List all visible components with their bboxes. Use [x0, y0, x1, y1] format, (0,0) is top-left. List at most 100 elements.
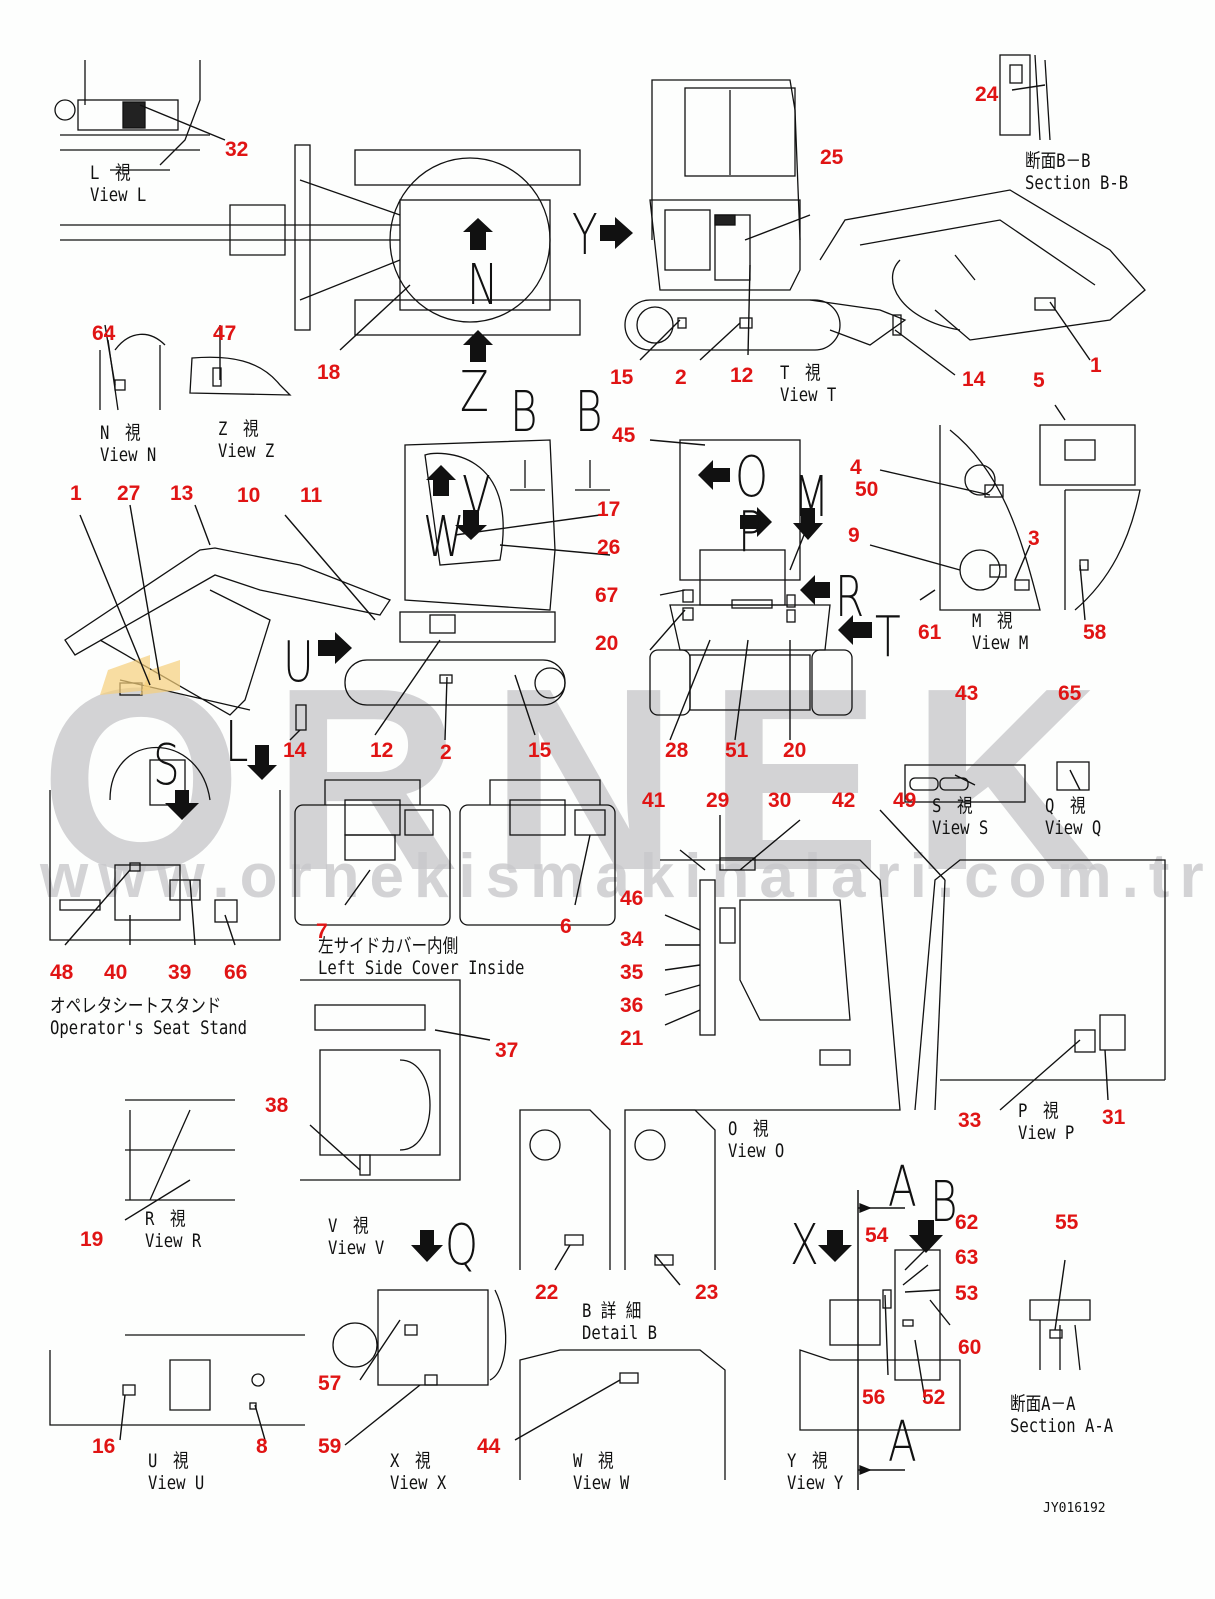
view-q-drawing — [1056, 761, 1090, 791]
callout-65: 65 — [1058, 682, 1082, 705]
arrow-z-icon — [463, 330, 493, 362]
callout-17: 17 — [597, 498, 621, 521]
arrow-x-icon — [818, 1230, 852, 1262]
marker-s: S — [153, 733, 180, 798]
callout-2-main: 2 — [440, 741, 452, 764]
arrow-l-icon — [247, 745, 277, 780]
left-side-cover-drawing — [294, 779, 616, 926]
section-aa-drawing — [1029, 1299, 1091, 1371]
marker-q: Q — [445, 1213, 479, 1278]
arrow-o-icon — [698, 460, 730, 490]
marker-n: N — [467, 253, 499, 318]
callout-41: 41 — [642, 789, 666, 812]
arrow-u-icon — [318, 632, 352, 664]
arrow-w-icon — [426, 465, 456, 496]
callout-15: 15 — [610, 366, 634, 389]
callout-19: 19 — [80, 1228, 104, 1251]
callout-45: 45 — [612, 424, 636, 447]
callout-63: 63 — [955, 1246, 979, 1269]
callout-31: 31 — [1102, 1106, 1126, 1129]
section-cut-arrows — [510, 460, 872, 1475]
leader-lines — [64, 84, 1109, 1446]
callout-53: 53 — [955, 1282, 979, 1305]
callout-13: 13 — [170, 482, 194, 505]
callout-22: 22 — [535, 1281, 559, 1304]
callout-23: 23 — [695, 1281, 719, 1304]
marker-w: W — [423, 505, 465, 570]
callout-57: 57 — [318, 1372, 342, 1395]
top-view-drawing — [60, 144, 581, 336]
callout-2: 2 — [675, 366, 687, 389]
callout-52: 52 — [922, 1386, 946, 1409]
callout-11: 11 — [300, 484, 323, 507]
callout-5: 5 — [1033, 369, 1045, 392]
callout-34: 34 — [620, 928, 644, 951]
callout-8: 8 — [256, 1435, 268, 1458]
view-o-drawing — [660, 857, 901, 1111]
callout-18: 18 — [317, 361, 341, 384]
callout-42: 42 — [832, 789, 856, 812]
callout-32: 32 — [225, 138, 249, 161]
direction-arrows — [165, 217, 943, 1262]
callout-67: 67 — [595, 584, 619, 607]
callout-39: 39 — [168, 961, 192, 984]
callout-26: 26 — [597, 536, 621, 559]
callout-21: 21 — [620, 1027, 644, 1050]
callout-43: 43 — [955, 682, 979, 705]
arrow-s-icon — [165, 790, 199, 820]
callout-20-left: 20 — [595, 632, 619, 655]
marker-l: L — [225, 710, 249, 775]
arrow-b-icon — [909, 1220, 943, 1253]
view-t-drawing — [624, 79, 1146, 351]
callout-1-main: 1 — [70, 482, 82, 505]
seat-stand-drawing — [49, 746, 281, 941]
marker-b-section: B — [930, 1170, 958, 1235]
marker-t: T — [875, 605, 901, 670]
marker-y: Y — [572, 203, 598, 268]
callout-27: 27 — [117, 482, 141, 505]
callout-30: 30 — [768, 789, 792, 812]
arrow-m-icon — [793, 508, 823, 540]
callout-33: 33 — [958, 1109, 982, 1132]
callout-56: 56 — [862, 1386, 886, 1409]
marker-b-1: B — [510, 380, 538, 445]
callout-7: 7 — [316, 920, 328, 943]
rear-view-drawing — [649, 439, 853, 716]
arrow-p-icon — [740, 507, 772, 537]
arrow-r-icon — [800, 575, 830, 605]
marker-a-top: A — [888, 1155, 917, 1220]
view-v-drawing — [300, 979, 461, 1181]
callout-47: 47 — [213, 322, 237, 345]
marker-x: X — [790, 1213, 819, 1278]
callout-4: 4 — [850, 456, 862, 479]
detail-b-drawing — [519, 1109, 716, 1270]
callout-40: 40 — [104, 961, 128, 984]
arrow-y-icon — [600, 217, 633, 249]
callout-25: 25 — [820, 146, 844, 169]
callout-51: 51 — [725, 739, 749, 762]
callout-44: 44 — [477, 1435, 501, 1458]
view-w-drawing — [519, 1349, 726, 1480]
callout-59: 59 — [318, 1435, 342, 1458]
marker-o: O — [735, 445, 769, 510]
marker-a-bottom: A — [888, 1410, 917, 1475]
view-l-drawing — [54, 60, 210, 171]
marker-r: R — [835, 565, 865, 630]
callout-9: 9 — [848, 524, 860, 547]
view-z-drawing — [189, 356, 292, 396]
callout-54: 54 — [865, 1224, 889, 1247]
section-bb-drawing — [999, 54, 1051, 141]
